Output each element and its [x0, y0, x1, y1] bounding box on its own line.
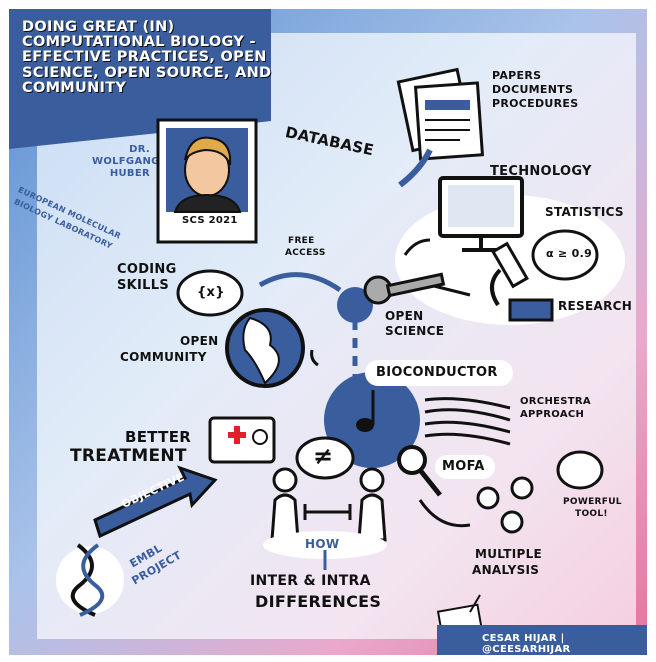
- magnifier-icon: [397, 445, 442, 497]
- label-mofa: MOFA: [442, 459, 485, 474]
- label-better: BETTER: [125, 428, 192, 446]
- not-equal-symbol: ≠: [313, 442, 334, 470]
- label-open-science-1: OPEN: [385, 309, 424, 323]
- label-inter-intra: INTER & INTRA: [250, 573, 371, 589]
- label-powerful: POWERFUL: [563, 497, 622, 507]
- label-statistics: STATISTICS: [545, 205, 624, 219]
- label-orchestra: ORCHESTRA: [520, 396, 591, 407]
- label-procedures: PROCEDURES: [492, 97, 579, 110]
- person-figures: [270, 467, 387, 542]
- arrow-to-community: [310, 349, 319, 367]
- orchestra-waves: [424, 397, 511, 446]
- label-coding: CODING: [117, 262, 177, 277]
- speaker-title: DR.: [129, 144, 150, 155]
- page-title: DOING GREAT (IN) COMPUTATIONAL BIOLOGY -…: [22, 19, 272, 96]
- label-tool: TOOL!: [575, 509, 608, 519]
- label-bioconductor: BIOCONDUCTOR: [376, 365, 498, 380]
- dna-icon: [56, 543, 124, 617]
- speaker-caption: SCS 2021: [182, 215, 238, 226]
- arrow-to-database: [398, 148, 433, 188]
- speaker-first-name: WOLFGANG: [92, 156, 160, 167]
- label-technology: TECHNOLOGY: [490, 164, 592, 179]
- mofa-label-bg: [435, 455, 495, 479]
- not-equal-bubble: [295, 436, 355, 480]
- microscope-icon: [490, 241, 554, 322]
- code-symbol: {x}: [197, 285, 225, 300]
- music-note-icon: [356, 390, 375, 432]
- speech-bubble-formula: [531, 229, 599, 281]
- arrow-to-analysis: [418, 499, 471, 528]
- objective-arrow: [93, 465, 218, 539]
- label-multiple: MULTIPLE: [475, 547, 543, 561]
- smiley-faces: [476, 476, 534, 534]
- formula-text: α ≥ 0.9: [546, 247, 593, 260]
- label-research: RESEARCH: [558, 299, 633, 313]
- free-access-arrow: [258, 272, 342, 293]
- documents-icon: [396, 67, 485, 161]
- credit-bar: [437, 625, 647, 655]
- speaker-last-name: HUBER: [109, 168, 150, 179]
- powerful-bubble: [556, 450, 604, 490]
- bioconductor-label-bg: [365, 360, 513, 386]
- label-analysis: ANALYSIS: [472, 563, 540, 577]
- key-icon: [337, 272, 446, 323]
- artist-credit: CESAR HIJAR | @CEESARHIJAR: [482, 633, 571, 655]
- label-skills: SKILLS: [117, 278, 170, 293]
- arrow-to-technology: [403, 238, 431, 256]
- label-treatment: TREATMENT: [70, 446, 187, 466]
- code-bubble: [176, 269, 244, 317]
- label-how: HOW: [305, 537, 340, 551]
- label-open-community-1: OPEN: [180, 334, 219, 348]
- label-approach: APPROACH: [520, 409, 585, 420]
- how-label-bg: [263, 531, 387, 559]
- label-documents: DOCUMENTS: [492, 83, 574, 96]
- label-differences: DIFFERENCES: [255, 592, 382, 611]
- speaker-portrait: [156, 118, 258, 244]
- label-access: ACCESS: [285, 248, 326, 258]
- label-papers: PAPERS: [492, 69, 542, 82]
- globe-icon: [225, 308, 305, 388]
- label-free: FREE: [288, 236, 315, 246]
- label-open-community-2: COMMUNITY: [120, 350, 207, 364]
- label-open-science-2: SCIENCE: [385, 324, 445, 338]
- treatment-card: [208, 416, 276, 464]
- monitor-icon: [438, 176, 524, 252]
